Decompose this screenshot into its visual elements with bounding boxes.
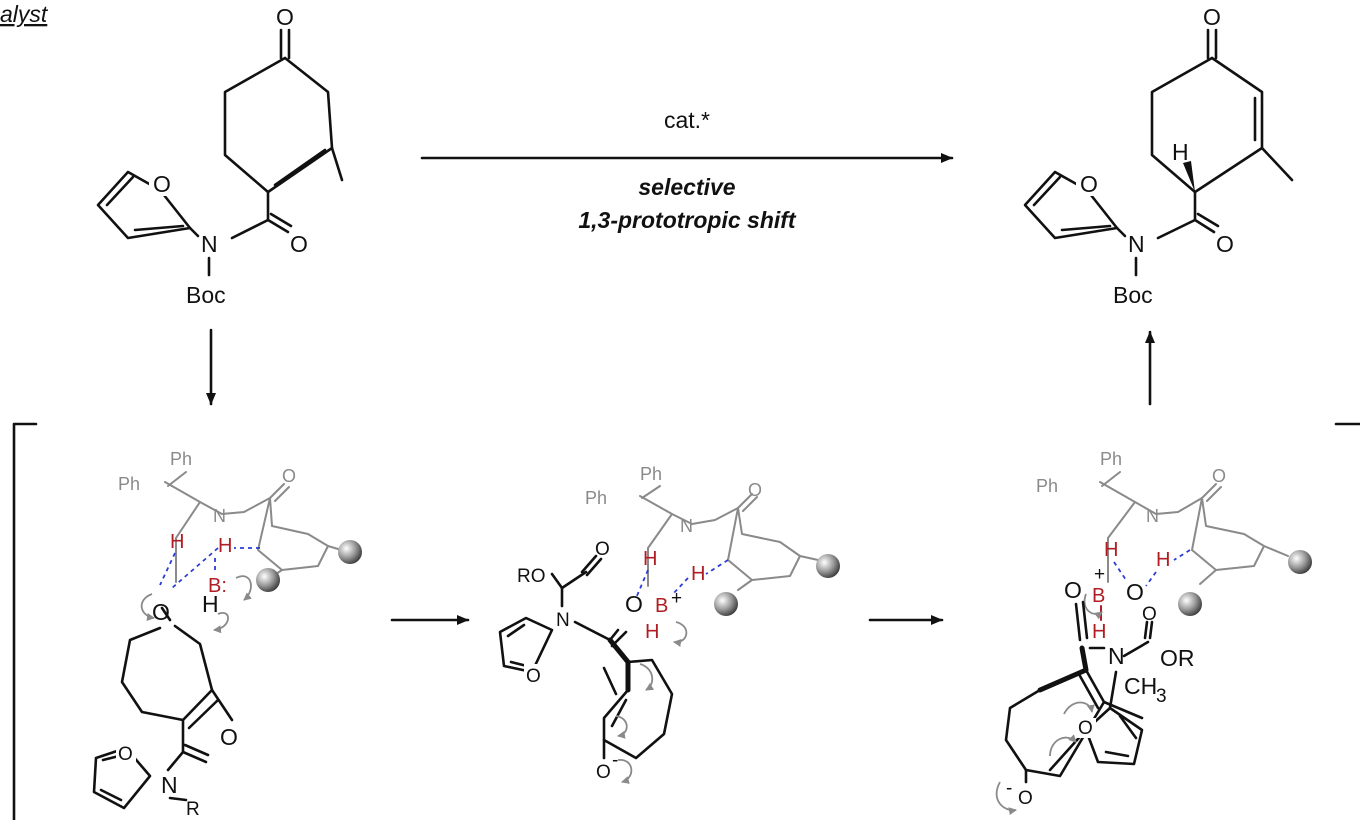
int2-nitrogen: N [556,610,570,631]
int2-amide-o: O [748,480,762,500]
int3-enolate-o: O [1018,788,1033,809]
int3-ph-left: Ph [1036,476,1058,496]
bracket-left [12,422,38,820]
int1-amide-o2: O [220,724,238,750]
int2-enolate-o: O [596,762,611,783]
int3-support-bead-1 [1288,550,1312,574]
sm-furan-o: O [153,171,171,197]
int3-furan-o: O [1078,718,1093,739]
int3-support-bead-2 [1178,592,1202,616]
int3-nitrogen: N [1108,643,1125,669]
int2-ph-top: Ph [640,464,662,484]
header-fragment: alyst [0,1,49,27]
int2-n: N [680,516,693,536]
int1-h-3: H [202,591,219,617]
product-boc: Boc [1113,282,1153,308]
int2-support-bead-1 [816,554,840,578]
sm-ring [223,56,334,194]
int2-h-2: H [691,563,705,585]
int1-h-2: H [218,535,232,557]
int2-enolate-charge: - [612,750,618,771]
int1-support-bead-1 [338,540,362,564]
int3-carbamate-o: O [1142,604,1157,625]
catalyst-label: cat.* [664,107,710,133]
int3-base-charge: + [1094,564,1105,585]
starting-material: O O N Boc O [96,4,344,308]
product-ring [1150,56,1264,194]
int1-r: R [186,799,200,820]
int3-ch: CH [1124,673,1157,699]
product-furan [1023,170,1119,240]
sm-boc: Boc [186,282,226,308]
int3-ch-sub: 3 [1156,686,1167,707]
sm-ketone-o: O [276,4,294,30]
int3-ph-top: Ph [1100,449,1122,469]
int1-base: B: [208,575,227,597]
int3-enolate-charge: - [1006,778,1012,799]
product-ketone-o: O [1203,4,1221,30]
sm-nitrogen: N [201,231,218,257]
int2-base-charge: + [671,588,682,609]
int1-nitrogen: N [161,772,178,798]
int2-base: B [655,595,668,617]
int1-ph-top: Ph [170,449,192,469]
int3-h-2: H [1156,549,1170,571]
int1-h-1: H [170,531,184,553]
int2-carbonyl-o: O [625,591,643,617]
int2-ro: RO [517,566,546,587]
sm-amide-o: O [290,231,308,257]
int1-support-bead-2 [256,568,280,592]
product-h: H [1172,139,1189,165]
int2-furan-o: O [526,666,541,687]
int3-or: OR [1160,645,1195,671]
intermediate-1: Ph Ph N O H H B: O H O N R O [92,449,362,820]
int2-ph-left: Ph [585,488,607,508]
intermediate-3: Ph Ph N O H H B + H O O O - N [995,449,1312,816]
int2-h-1: H [643,548,657,570]
int1-n: N [213,506,226,526]
int1-amide-o: O [282,466,296,486]
int2-carbamate-o: O [595,539,610,560]
int1-furan-o: O [118,744,133,765]
int1-ketone-o: O [152,599,170,625]
int1-ph-left: Ph [118,474,140,494]
int3-h-1: H [1104,539,1118,561]
selective-label: selective [638,174,735,200]
product-nitrogen: N [1128,231,1145,257]
intermediate-2: Ph Ph N O H H B + H O RO O N O - [498,464,840,784]
int3-n: N [1146,506,1159,526]
stereo-wedge [1183,161,1195,192]
int3-amide-o: O [1212,466,1226,486]
product-furan-o: O [1080,171,1098,197]
int3-o-hbond: O [1126,579,1144,605]
shift-label: 1,3-prototropic shift [578,207,797,233]
int3-base: B [1092,585,1105,607]
int3-h-3: H [1092,621,1106,643]
sm-furan [96,170,192,240]
int3-carbonyl-o: O [1064,577,1082,603]
product: O H O N Boc O [1023,4,1294,308]
int2-h-3: H [645,621,659,643]
int2-support-bead-2 [714,592,738,616]
product-amide-o: O [1216,231,1234,257]
